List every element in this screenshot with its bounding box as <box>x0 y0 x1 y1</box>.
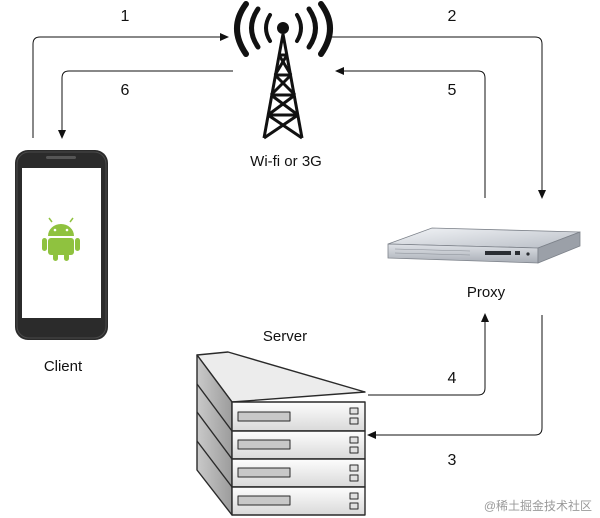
step-label-5: 5 <box>448 82 457 99</box>
server-stack-icon <box>196 351 366 516</box>
server-label: Server <box>263 328 307 345</box>
proxy-label: Proxy <box>467 284 506 301</box>
watermark: @稀土掘金技术社区 <box>484 498 592 513</box>
android-logo-icon <box>42 217 80 261</box>
arrow-2 <box>332 36 546 199</box>
arrow-4 <box>368 313 489 396</box>
step-label-3: 3 <box>448 452 457 469</box>
android-phone-icon <box>15 150 108 340</box>
proxy-appliance-icon <box>387 227 581 264</box>
arrow-1 <box>32 33 229 138</box>
step-label-1: 1 <box>121 8 130 25</box>
client-label: Client <box>44 358 83 375</box>
step-label-6: 6 <box>121 82 130 99</box>
arrow-6 <box>58 70 233 139</box>
antenna-tower-icon <box>234 1 333 140</box>
arrow-5 <box>335 67 486 198</box>
tower-label: Wi-fi or 3G <box>250 153 322 170</box>
arrow-3 <box>367 315 543 439</box>
step-label-4: 4 <box>448 370 457 387</box>
step-label-2: 2 <box>448 8 457 25</box>
